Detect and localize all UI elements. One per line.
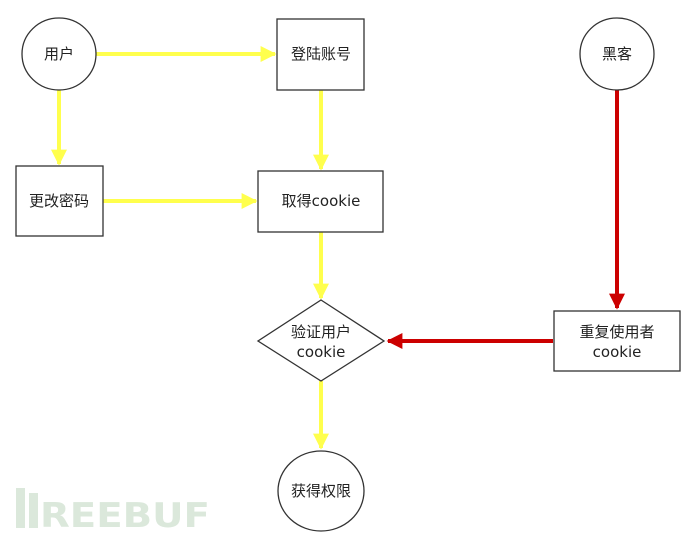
- node-get-cookie: 取得cookie: [257, 170, 384, 233]
- node-user-label: 用户: [44, 45, 74, 63]
- node-get-cookie-label: 取得cookie: [282, 192, 361, 210]
- node-hacker-label: 黑客: [602, 45, 632, 63]
- watermark-bar: [29, 493, 38, 528]
- node-hacker: 黑客: [579, 17, 655, 91]
- node-verify-cookie: 验证用户 cookie: [256, 299, 386, 382]
- node-login-label: 登陆账号: [291, 45, 351, 63]
- node-gain-access: 获得权限: [277, 450, 365, 532]
- node-user: 用户: [21, 17, 97, 91]
- node-change-password: 更改密码: [15, 165, 104, 237]
- node-login: 登陆账号: [276, 18, 365, 91]
- node-verify-cookie-line2: cookie: [297, 343, 346, 361]
- node-replay-cookie: 重复使用者 cookie: [553, 310, 681, 372]
- node-change-password-label: 更改密码: [29, 192, 89, 210]
- node-replay-cookie-line1: 重复使用者: [579, 323, 654, 341]
- node-replay-cookie-line2: cookie: [593, 343, 642, 361]
- watermark-bar: [16, 488, 25, 528]
- node-verify-cookie-line1: 验证用户: [291, 323, 351, 341]
- node-gain-access-label: 获得权限: [291, 482, 351, 500]
- freebuf-watermark: REEBUF: [16, 488, 210, 536]
- watermark-text: REEBUF: [40, 496, 210, 536]
